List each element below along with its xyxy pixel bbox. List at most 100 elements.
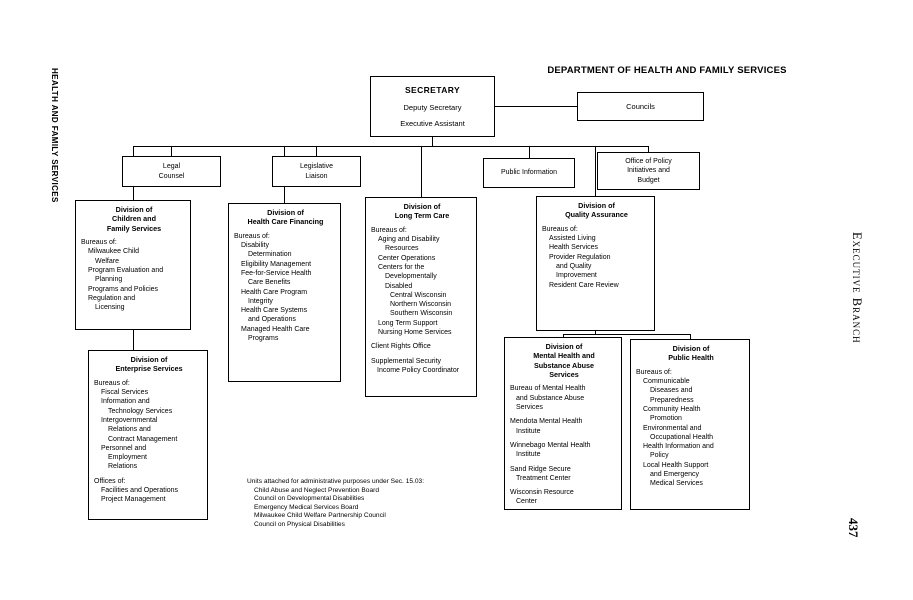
division-title: Division of Mental Health and Substance … <box>533 342 595 380</box>
text-item: Centers for the Developmentally Disabled <box>378 263 437 290</box>
chart-header-title: DEPARTMENT OF HEALTH AND FAMILY SERVICES <box>547 65 787 76</box>
text-item: Council on Developmental Disabilities <box>254 495 365 503</box>
text-item: Aging and Disability Resources <box>378 236 440 253</box>
division-quality-assurance-box: Division of Quality Assurance Bureaus of… <box>536 196 655 331</box>
division-title: Division of Enterprise Services <box>115 355 183 374</box>
text-item: Offices of: <box>94 477 126 485</box>
division-health-care-financing-box: Division of Health Care Financing Bureau… <box>228 203 341 382</box>
text-item: Milwaukee Child Welfare Partnership Coun… <box>254 512 386 520</box>
text-item: Bureaus of: <box>94 379 130 387</box>
connector-line <box>529 147 530 158</box>
text-item: Environmental and Occupational Health <box>643 424 714 441</box>
text-item: Wisconsin Resource Center <box>510 489 574 506</box>
text-item: Resident Care Review <box>549 281 619 289</box>
secretary-box: SECRETARY Deputy Secretary Executive Ass… <box>370 76 495 137</box>
secretary-title: SECRETARY <box>404 84 461 95</box>
connector-line <box>133 146 649 147</box>
legislative-liaison-label: Legislative Liaison <box>299 163 334 180</box>
footnote-items: Child Abuse and Neglect Prevention Board… <box>247 487 477 530</box>
text-item: Assisted Living <box>549 235 596 243</box>
text-item: Managed Health Care Programs <box>241 325 310 342</box>
councils-box: Councils <box>577 92 704 121</box>
text-item: Health Care Systems and Operations <box>241 307 308 324</box>
connector-line <box>563 334 691 335</box>
public-information-box: Public Information <box>483 158 575 188</box>
text-item: Winnebago Mental Health Institute <box>510 441 591 459</box>
office-of-policy-label: Office of Policy Initiatives and Budget <box>625 158 672 184</box>
councils-label: Councils <box>626 101 655 111</box>
division-items: Bureaus of:Aging and Disability Resource… <box>371 226 473 375</box>
text-item: Bureaus of: <box>636 368 672 376</box>
connector-line <box>432 137 433 146</box>
text-item: Provider Regulation and Quality Improvem… <box>549 253 611 280</box>
text-item: Client Rights Office <box>371 343 431 351</box>
text-item: Project Management <box>101 496 166 504</box>
division-title: Division of Quality Assurance <box>565 201 628 220</box>
right-margin-title: Executive Branch <box>850 232 864 344</box>
text-item: Program Evaluation and Planning <box>88 266 164 284</box>
text-item: Mendota Mental Health Institute <box>510 418 583 435</box>
text-item: Regulation and Licensing <box>88 294 136 312</box>
legislative-liaison-box: Legislative Liaison <box>272 156 361 187</box>
division-items: Bureaus of: Communicable Diseases and Pre… <box>636 368 746 489</box>
public-information-label: Public Information <box>500 169 558 177</box>
deputy-secretary-label: Deputy Secretary <box>403 102 462 112</box>
connector-line <box>133 330 134 350</box>
page-number: 437 <box>846 518 861 538</box>
connector-line <box>316 147 317 156</box>
division-title: Division of Long Term Care <box>394 202 450 221</box>
attached-units-footnote: Units attached for administrative purpos… <box>247 478 477 529</box>
text-item: Personnel and Employment Relations <box>101 444 147 471</box>
legal-counsel-label: Legal Counsel <box>158 163 185 180</box>
text-item: Northern Wisconsin <box>390 301 452 309</box>
text-item: Eligibility Management <box>241 260 312 268</box>
text-item: Information and Technology Services <box>101 398 173 415</box>
connector-line <box>563 335 564 338</box>
connector-line <box>595 331 596 335</box>
division-title: Division of Children and Family Services <box>106 205 162 233</box>
text-item: Local Health Support and Emergency Medic… <box>643 461 709 488</box>
text-item: Sand Ridge Secure Treatment Center <box>510 465 571 482</box>
text-item: Child Abuse and Neglect Prevention Board <box>254 486 379 494</box>
division-title: Division of Health Care Financing <box>247 208 324 227</box>
division-title: Division of Public Health <box>668 344 714 363</box>
text-item: Center Operations <box>378 254 436 262</box>
connector-line <box>595 147 596 196</box>
text-item: Health Care Program Integrity <box>241 288 308 305</box>
text-item: Bureau of Mental Health and Substance Ab… <box>510 385 586 412</box>
connector-line <box>495 106 577 107</box>
text-item: Emergency Medical Services Board <box>254 503 359 511</box>
text-item: Southern Wisconsin <box>390 310 453 318</box>
text-item: Health Information and Policy <box>643 443 714 460</box>
connector-line <box>690 335 691 340</box>
text-item: Fiscal Services <box>101 389 149 397</box>
text-item: Council on Physical Disabilities <box>254 520 345 528</box>
text-item: Nursing Home Services <box>378 328 452 336</box>
division-long-term-care-box: Division of Long Term Care Bureaus of:Ag… <box>365 197 477 397</box>
text-item: Bureaus of: <box>81 239 117 247</box>
text-item: Intergovernmental Relations and Contract… <box>101 416 178 443</box>
division-children-family-services-box: Division of Children and Family Services… <box>75 200 191 330</box>
text-item: Long Term Support <box>378 319 438 327</box>
text-item: Central Wisconsin <box>390 291 447 299</box>
text-item: Supplemental Security Income Policy Coor… <box>371 357 460 374</box>
text-item: Community Health Promotion <box>643 405 701 423</box>
text-item: Bureaus of: <box>234 232 270 240</box>
text-item: Disability Determination <box>241 242 292 259</box>
connector-line <box>171 147 172 156</box>
office-of-policy-box: Office of Policy Initiatives and Budget <box>597 152 700 190</box>
division-enterprise-services-box: Division of Enterprise Services Bureaus … <box>88 350 208 520</box>
text-item: Fee-for-Service Health Care Benefits <box>241 269 312 287</box>
text-item: Bureaus of: <box>542 225 578 233</box>
text-item: Facilities and Operations <box>101 486 179 494</box>
connector-line <box>648 147 649 152</box>
text-item: Communicable Diseases and Preparedness <box>643 378 694 404</box>
connector-line <box>421 147 422 197</box>
text-item: Programs and Policies <box>88 285 159 293</box>
division-items: Bureau of Mental Health and Substance Ab… <box>510 384 618 506</box>
